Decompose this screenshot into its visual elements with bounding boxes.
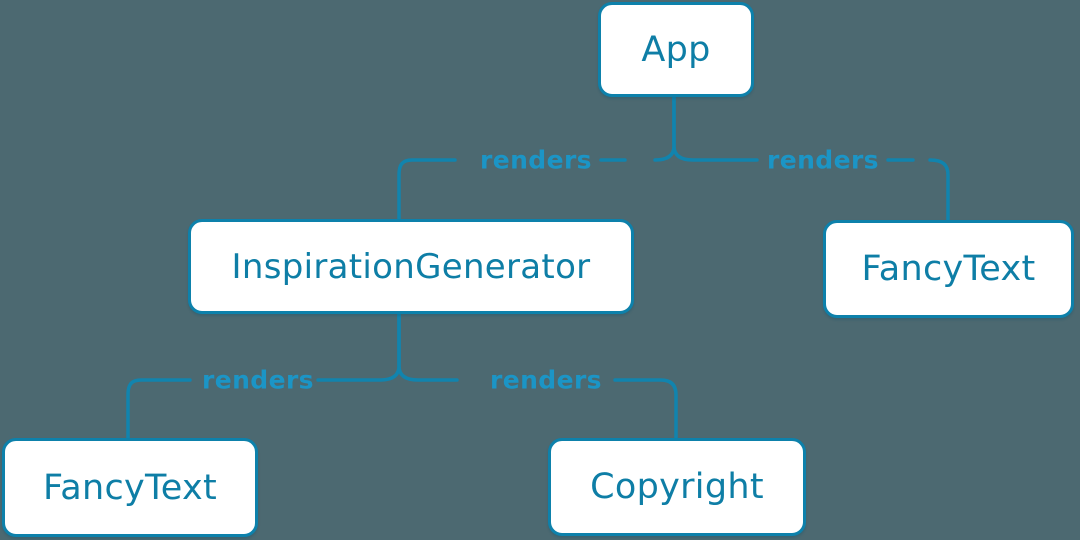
node-fancy-text-bottom: FancyText xyxy=(2,438,258,537)
node-inspiration-generator: InspirationGenerator xyxy=(188,219,634,314)
edge-label-renders-inspirationgenerator-fancytext: renders xyxy=(202,365,314,395)
edge-app-to-fancytext xyxy=(672,95,950,222)
edge-label-renders-app-inspirationgenerator: renders xyxy=(480,145,592,175)
edge-inspirationgenerator-to-copyright xyxy=(397,312,678,440)
node-fancy-text-top: FancyText xyxy=(823,220,1074,318)
node-copyright: Copyright xyxy=(548,438,806,536)
node-app: App xyxy=(598,2,754,97)
edge-label-renders-inspirationgenerator-copyright: renders xyxy=(490,365,602,395)
edge-label-renders-app-fancytext: renders xyxy=(767,145,879,175)
